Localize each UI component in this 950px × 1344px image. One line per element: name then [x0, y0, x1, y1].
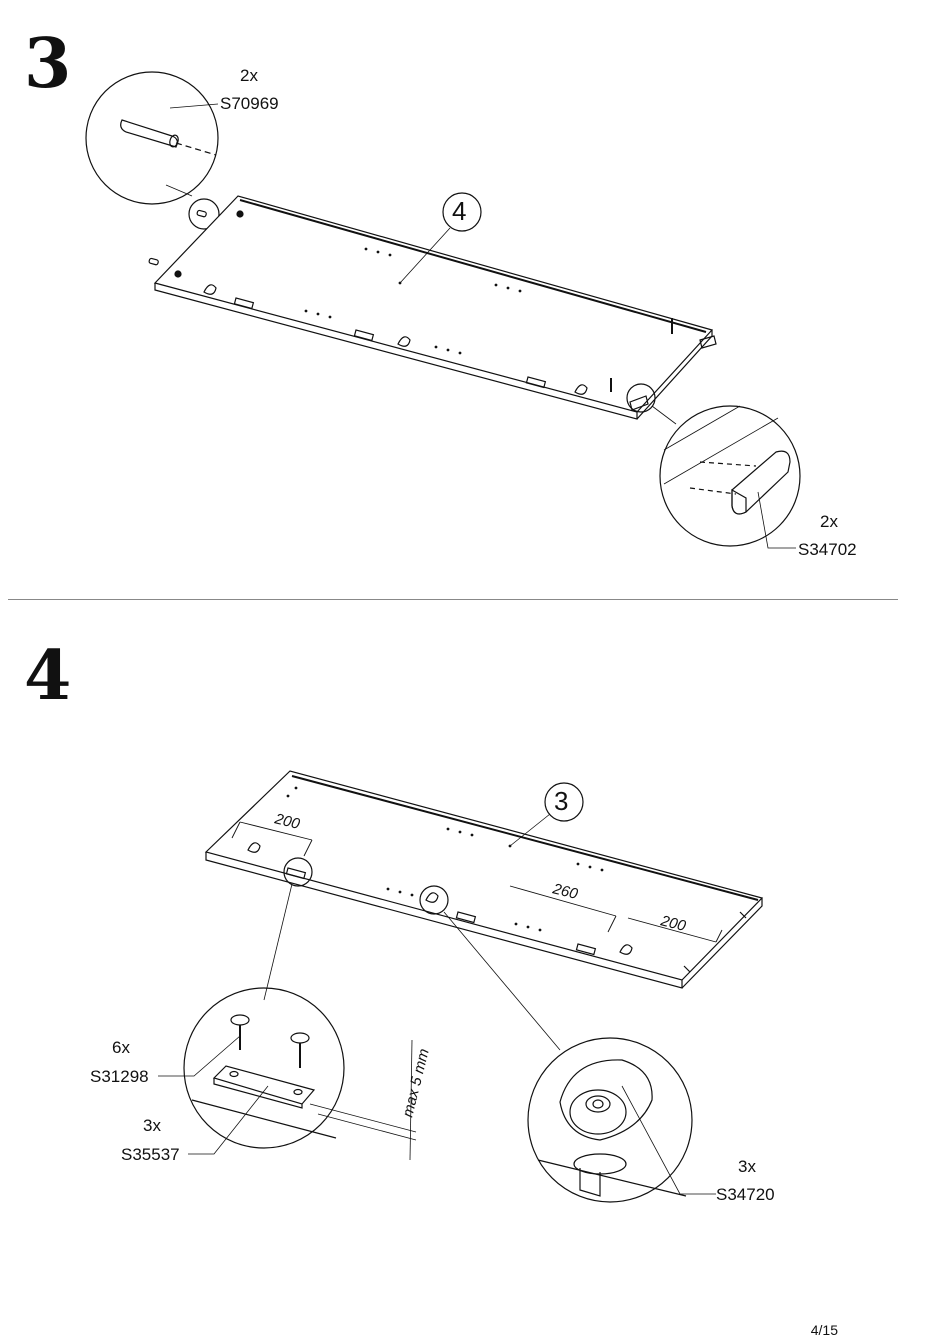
callout-part-s35537: S35537: [121, 1145, 180, 1164]
callout-qty-s31298: 6x: [112, 1038, 130, 1057]
step-divider: [8, 599, 898, 600]
plate-icon: [212, 1065, 316, 1109]
callout-part-s34702: S34702: [798, 540, 857, 559]
dowel-icon: [120, 119, 217, 156]
panel-4-label: 4: [452, 196, 467, 226]
panel-3-label: 3: [554, 786, 569, 816]
panel-4-label-circle: [442, 192, 482, 232]
callout-part-s31298: S31298: [90, 1067, 149, 1086]
dimension-lines: [231, 821, 723, 943]
callout-part-s70969: S70969: [220, 94, 279, 113]
dim-200-left: 200: [272, 810, 302, 833]
dowel-detail-circle: [85, 71, 219, 205]
panel-3-drawing: [204, 770, 764, 989]
connector-detail-circle: [659, 405, 801, 547]
dim-200-right: 200: [658, 912, 688, 935]
connector-zoom-marker: [626, 383, 656, 413]
dowel-zoom-marker: [188, 198, 220, 230]
panel-4-drawing: [148, 195, 717, 420]
step-3-illustration: [85, 71, 801, 549]
step-4-number: 4: [24, 636, 72, 716]
callout-qty-s34702: 2x: [820, 512, 838, 531]
panel-3-label-circle: [544, 782, 584, 822]
cam-detail-circle: [527, 1037, 693, 1203]
screw-icon: [230, 1014, 310, 1068]
callout-part-s34720: S34720: [716, 1185, 775, 1204]
cam-zoom-marker: [419, 885, 449, 915]
callout-qty-s35537: 3x: [143, 1116, 161, 1135]
connector-icon: [689, 450, 791, 515]
step-3-number: 3: [24, 24, 72, 104]
callout-qty-s70969: 2x: [240, 66, 258, 85]
callout-qty-s34720: 3x: [738, 1157, 756, 1176]
page-number: 4/15: [810, 1322, 838, 1338]
plate-detail-circle: [183, 987, 345, 1149]
dim-max-5mm: max 5 mm: [399, 1047, 432, 1119]
dim-260: 260: [550, 880, 580, 903]
plate-zoom-marker: [283, 857, 313, 887]
cam-lock-icon: [559, 1059, 653, 1197]
